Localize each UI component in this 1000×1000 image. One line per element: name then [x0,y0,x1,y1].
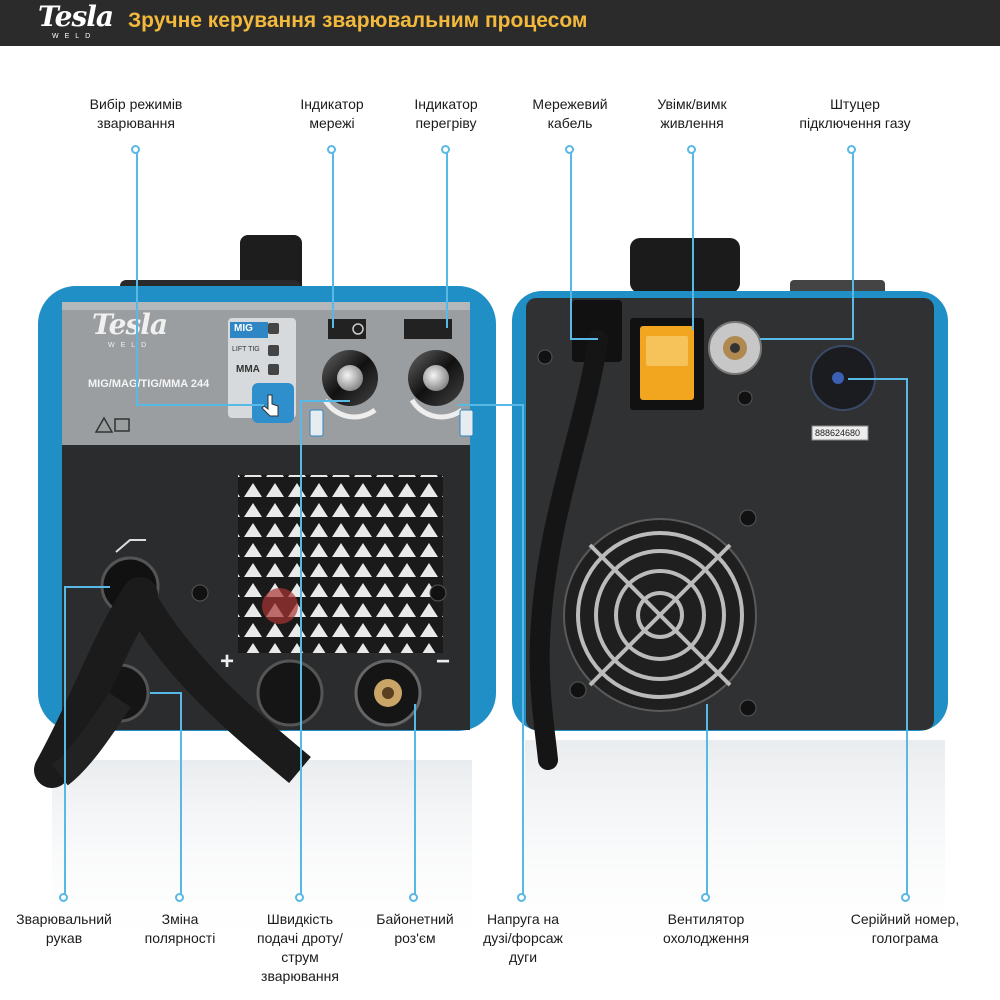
callout-dot-welding-hose [59,893,68,902]
front-reflection [52,760,472,960]
callout-line-power-cable [570,150,572,340]
callout-dot-power-indicator [327,145,336,154]
callout-dot-gas-fitting [847,145,856,154]
label-serial-hologram: Серійний номер, голограма [850,911,960,946]
front-logo-text: Tesla [92,308,168,341]
page-title: Зручне керування зварювальним процесом [128,9,588,32]
plus-terminal-sign: + [220,648,235,675]
callout-hline-welding-hose [64,586,110,588]
label-welding-hose: Зварювальний рукав [16,911,112,946]
callout-dot-power-cable [565,145,574,154]
callout-dot-serial [901,893,910,902]
label-wire-speed: Швидкість подачі дроту/ струм зварювання [257,911,343,984]
mode-label-mig: MIG [234,323,253,334]
callout-hline-polarity [150,692,182,694]
callout-line-overheat [446,150,448,328]
callout-line-wire-speed [300,400,302,898]
front-logo-subtext: WELD [108,342,153,349]
callout-dot-power-switch [687,145,696,154]
callout-line-power-indicator [332,150,334,328]
label-power-indicator: Індикатор мережі [300,96,364,131]
callout-line-arc-voltage [522,404,524,898]
front-vent-grille [238,475,443,653]
callout-dot-wire-speed [295,893,304,902]
label-gas-fitting: Штуцер підключення газу [799,96,911,131]
callout-dot-arc-voltage [517,893,526,902]
back-reflection [525,740,945,970]
callout-hline-mode-select [136,404,264,406]
callout-hline-wire-speed [300,400,350,402]
callout-dot-bayonet [409,893,418,902]
callout-line-welding-hose [64,586,66,898]
front-device [34,235,496,788]
callout-hline-arc-voltage [458,404,524,406]
logo-subtext: WELD [52,33,97,40]
label-overheat-indicator: Індикатор перегріву [414,96,478,131]
serial-number-label: 888624680 [815,428,861,438]
label-bayonet: Байонетний роз'єм [376,911,454,946]
brand-logo: Tesla WELD [38,0,114,46]
callout-line-mode-select [136,150,138,405]
mode-label-mma: MMA [236,364,260,375]
callout-hline-power-cable [570,338,598,340]
callout-dot-overheat [441,145,450,154]
callout-dot-cooling-fan [701,893,710,902]
label-arc-voltage: Напруга на дузі/форсаж дуги [483,911,563,965]
header-bar: Tesla WELD Зручне керування зварювальним… [0,0,1000,46]
label-cooling-fan: Вентилятор охолодження [662,911,750,946]
label-polarity-change: Зміна полярності [144,911,216,946]
logo-text: Tesla [38,0,114,33]
callout-line-bayonet [414,704,416,898]
label-power-cable: Мережевий кабель [532,96,608,131]
minus-terminal-sign: − [436,648,451,675]
callout-line-gas-fitting [852,150,854,340]
label-power-switch: Увімк/вимк живлення [657,96,727,131]
callout-line-serial [906,378,908,898]
callout-line-cooling-fan [706,704,708,898]
mode-label-lift-tig: LIFT TIG [232,346,260,353]
callout-dot-polarity [175,893,184,902]
callout-line-polarity [180,692,182,898]
front-model-label: MIG/MAG/TIG/MMA 244 [88,378,210,390]
label-mode-select: Вибір режимів зварювання [89,96,183,131]
callout-line-power-switch [692,150,694,330]
callout-hline-serial [848,378,908,380]
callout-hline-gas-fitting [760,338,854,340]
callout-dot-mode-select [131,145,140,154]
back-device [512,238,948,770]
